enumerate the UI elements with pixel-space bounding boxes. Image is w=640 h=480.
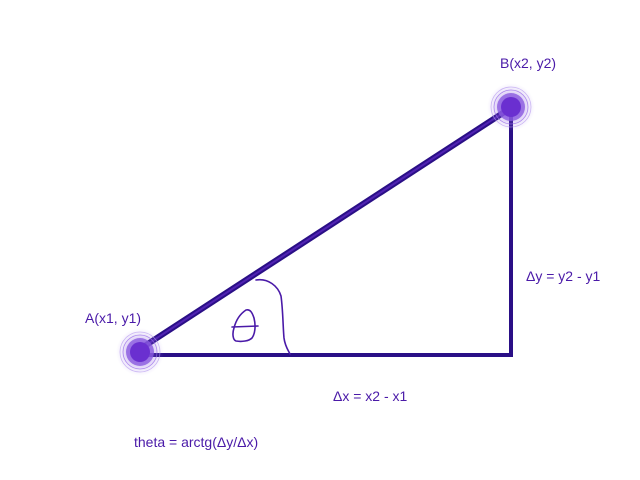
point-b-label: B(x2, y2) bbox=[500, 55, 557, 71]
point-a-label: A(x1, y1) bbox=[85, 310, 142, 326]
handwritten-theta-icon bbox=[231, 309, 259, 343]
formula-label: theta = arctg(Δy/Δx) bbox=[134, 434, 259, 450]
delta-x-label: Δx = x2 - x1 bbox=[333, 388, 408, 404]
angle-arc-icon bbox=[255, 278, 291, 355]
point-a-marker bbox=[116, 328, 164, 376]
delta-y-label: Δy = y2 - y1 bbox=[526, 268, 601, 284]
point-b-marker bbox=[487, 83, 535, 131]
